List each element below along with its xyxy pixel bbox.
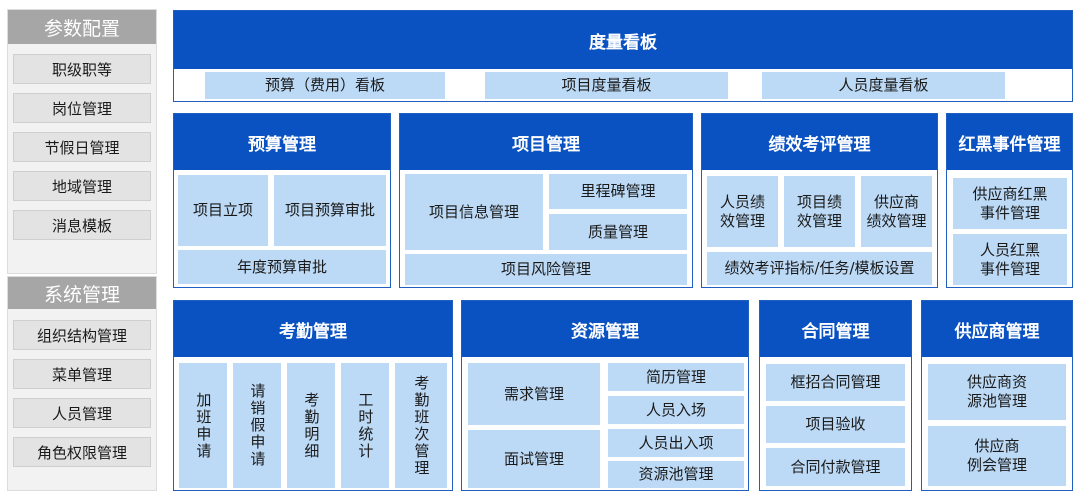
- project-dashboard[interactable]: 项目度量看板: [485, 72, 728, 99]
- staff-redblack[interactable]: 人员红黑 事件管理: [953, 234, 1067, 285]
- shift-management[interactable]: 考勤班次管理: [395, 363, 447, 488]
- attendance-detail[interactable]: 考勤明细: [287, 363, 335, 488]
- sidebar-item-user[interactable]: 人员管理: [13, 398, 151, 428]
- sidebar-item-region[interactable]: 地域管理: [13, 171, 151, 201]
- param-config-title: 参数配置: [8, 10, 156, 44]
- redblack-module: 红黑事件管理 供应商红黑 事件管理 人员红黑 事件管理: [946, 113, 1073, 288]
- dashboard-title: 度量看板: [174, 11, 1072, 69]
- performance-title: 绩效考评管理: [702, 114, 937, 170]
- quality-management[interactable]: 质量管理: [549, 214, 687, 250]
- performance-module: 绩效考评管理 人员绩 效管理 项目绩 效管理 供应商 绩效管理 绩效考评指标/任…: [701, 113, 938, 288]
- staff-onboarding[interactable]: 人员入场: [608, 396, 744, 424]
- leave-request[interactable]: 请销假申请: [233, 363, 281, 488]
- framework-contract-management[interactable]: 框招合同管理: [766, 364, 905, 401]
- supplier-pool-management[interactable]: 供应商资 源池管理: [928, 364, 1066, 420]
- interview-management[interactable]: 面试管理: [468, 430, 600, 488]
- sidebar-item-position[interactable]: 岗位管理: [13, 93, 151, 123]
- budget-dashboard[interactable]: 预算（费用）看板: [205, 72, 445, 99]
- supplier-performance[interactable]: 供应商 绩效管理: [861, 176, 932, 247]
- project-risk-management[interactable]: 项目风险管理: [405, 254, 687, 285]
- worktime-statistics[interactable]: 工时统计: [341, 363, 389, 488]
- annual-budget-approval[interactable]: 年度预算审批: [178, 250, 386, 284]
- staff-in-out[interactable]: 人员出入项: [608, 429, 744, 457]
- demand-management[interactable]: 需求管理: [468, 363, 600, 425]
- resource-pool-management[interactable]: 资源池管理: [608, 461, 744, 488]
- milestone-management[interactable]: 里程碑管理: [549, 174, 687, 209]
- project-budget-approval[interactable]: 项目预算审批: [274, 175, 386, 246]
- system-title: 系统管理: [8, 277, 156, 309]
- contract-title: 合同管理: [760, 301, 911, 357]
- project-module: 项目管理 项目信息管理 里程碑管理 质量管理 项目风险管理: [399, 113, 693, 288]
- attendance-module: 考勤管理 加班申请 请销假申请 考勤明细 工时统计 考勤班次管理: [173, 300, 453, 491]
- resource-title: 资源管理: [462, 301, 748, 357]
- project-info-management[interactable]: 项目信息管理: [405, 174, 543, 250]
- redblack-title: 红黑事件管理: [947, 114, 1072, 170]
- staff-performance[interactable]: 人员绩 效管理: [707, 176, 778, 247]
- performance-settings[interactable]: 绩效考评指标/任务/模板设置: [707, 252, 932, 285]
- system-panel: 系统管理 组织结构管理 菜单管理 人员管理 角色权限管理: [7, 276, 157, 491]
- budget-module: 预算管理 项目立项 项目预算审批 年度预算审批: [173, 113, 391, 288]
- sidebar-item-rank[interactable]: 职级职等: [13, 54, 151, 84]
- project-title: 项目管理: [400, 114, 692, 170]
- project-acceptance[interactable]: 项目验收: [766, 406, 905, 443]
- supplier-module: 供应商管理 供应商资 源池管理 供应商 例会管理: [921, 300, 1073, 491]
- budget-title: 预算管理: [174, 114, 390, 170]
- sidebar-item-message-template[interactable]: 消息模板: [13, 210, 151, 240]
- contract-payment-management[interactable]: 合同付款管理: [766, 448, 905, 486]
- project-initiation[interactable]: 项目立项: [178, 175, 268, 246]
- param-config-panel: 参数配置 职级职等 岗位管理 节假日管理 地域管理 消息模板: [7, 9, 157, 274]
- resource-module: 资源管理 需求管理 面试管理 简历管理 人员入场 人员出入项 资源池管理: [461, 300, 749, 491]
- sidebar-item-role[interactable]: 角色权限管理: [13, 437, 151, 467]
- contract-module: 合同管理 框招合同管理 项目验收 合同付款管理: [759, 300, 912, 491]
- resume-management[interactable]: 简历管理: [608, 363, 744, 391]
- attendance-title: 考勤管理: [174, 301, 452, 357]
- supplier-title: 供应商管理: [922, 301, 1072, 357]
- sidebar-item-holiday[interactable]: 节假日管理: [13, 132, 151, 162]
- supplier-redblack[interactable]: 供应商红黑 事件管理: [953, 178, 1067, 229]
- sidebar-item-org[interactable]: 组织结构管理: [13, 320, 151, 350]
- sidebar-item-menu[interactable]: 菜单管理: [13, 359, 151, 389]
- staff-dashboard[interactable]: 人员度量看板: [762, 72, 1005, 99]
- project-performance[interactable]: 项目绩 效管理: [784, 176, 855, 247]
- dashboard-module: 度量看板 预算（费用）看板 项目度量看板 人员度量看板: [173, 10, 1073, 102]
- overtime-request[interactable]: 加班申请: [179, 363, 227, 488]
- supplier-meeting-management[interactable]: 供应商 例会管理: [928, 426, 1066, 486]
